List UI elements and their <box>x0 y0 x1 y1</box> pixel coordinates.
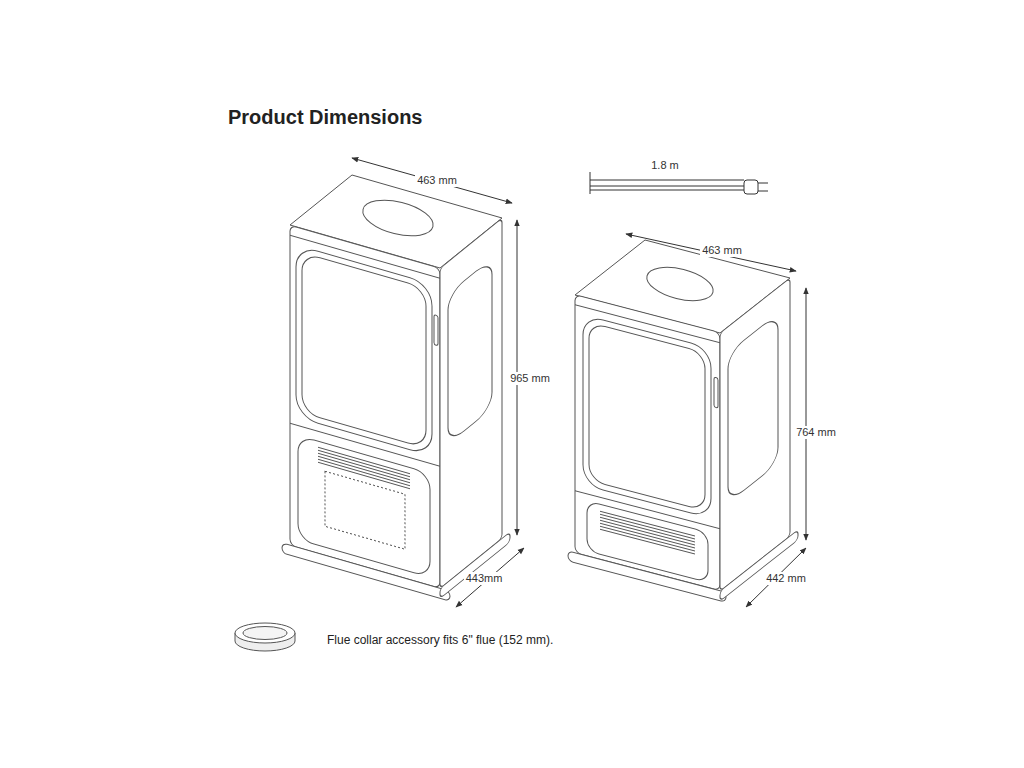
dimension-label: 764 mm <box>794 426 838 439</box>
plug <box>744 180 758 194</box>
cord-dimension <box>590 180 744 181</box>
dimension-label: 442 mm <box>764 572 808 585</box>
page-title: Product Dimensions <box>228 106 422 129</box>
short-stove <box>568 234 806 607</box>
power-cord <box>590 172 768 194</box>
door-frame <box>583 315 711 519</box>
plinth <box>282 543 450 601</box>
cord-tick <box>590 172 591 194</box>
grille <box>318 447 410 488</box>
plinth-side <box>440 532 510 598</box>
tall-stove <box>282 158 524 607</box>
plinth-side <box>720 530 798 601</box>
door-handle <box>434 315 438 346</box>
dimension-label: 1.8 m <box>649 159 681 172</box>
flue-outlet <box>643 261 716 307</box>
dimension-line <box>456 548 524 607</box>
door-glass <box>302 253 426 449</box>
plug-prong <box>758 191 768 192</box>
door-handle <box>714 377 718 408</box>
door-frame <box>296 245 432 456</box>
side-window <box>728 313 778 502</box>
flue-outlet <box>359 194 437 242</box>
split-line <box>575 491 720 529</box>
dimension-label: 443mm <box>464 572 505 585</box>
door-glass <box>589 322 705 510</box>
split-line <box>290 423 440 466</box>
inner-box <box>325 471 405 549</box>
cord <box>590 190 744 191</box>
dimension-label: 965 mm <box>508 372 552 385</box>
dimension-line <box>806 288 807 540</box>
front-face <box>290 225 440 588</box>
side-window <box>448 258 492 443</box>
cord <box>590 186 744 187</box>
grille <box>600 511 695 554</box>
dimension-line <box>352 158 512 203</box>
plinth <box>568 551 726 602</box>
dimension-line <box>626 234 796 271</box>
dimension-label: 463 mm <box>415 174 459 187</box>
dimension-label: 463 mm <box>700 244 744 257</box>
flue-collar-icon <box>235 623 295 651</box>
side-face <box>440 218 502 588</box>
note-text: Flue collar accessory fits 6" flue (152 … <box>327 633 553 647</box>
top-band <box>575 305 720 343</box>
plug-prong <box>758 183 768 184</box>
front-face <box>575 295 720 591</box>
